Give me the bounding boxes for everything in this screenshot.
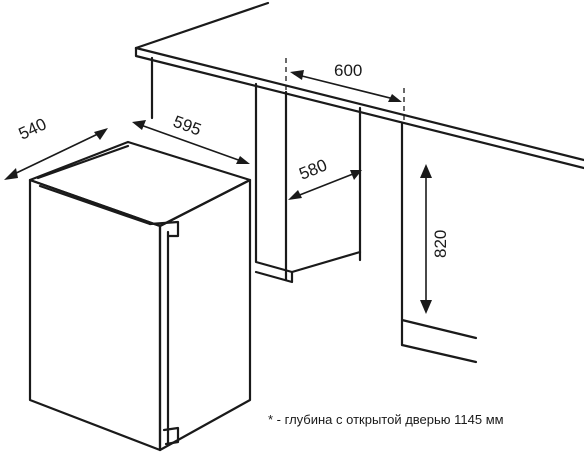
dimension-label-595: 595 (171, 112, 204, 140)
dimension-width-595: 595 (132, 112, 250, 164)
dimension-niche-height-820: 820 (420, 164, 450, 314)
dimension-label-540: 540 (16, 114, 50, 143)
dimension-niche-width-600: 600 (285, 58, 405, 122)
dimension-label-600: 600 (334, 61, 362, 80)
dimension-niche-depth-580: 580 (288, 155, 362, 200)
dimension-label-580: 580 (296, 155, 329, 183)
left-cabinet-panel (150, 56, 294, 284)
fridge (28, 140, 252, 452)
countertop (134, 1, 584, 170)
note-text: * - глубина с открытой дверью 1145 мм (268, 412, 504, 427)
right-cabinet-panel (400, 122, 478, 364)
niche-back-wall (290, 106, 362, 274)
dimension-label-820: 820 (431, 230, 450, 258)
